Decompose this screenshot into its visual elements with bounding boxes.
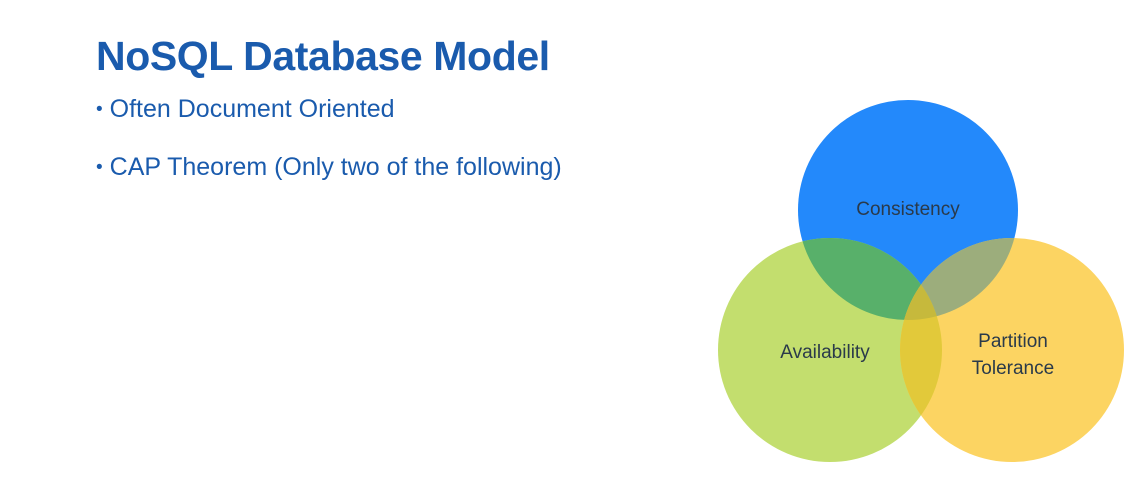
venn-label-consistency: Consistency — [856, 199, 960, 220]
bullet-item-label: CAP Theorem (Only two of the following) — [109, 152, 562, 181]
venn-label-availability: Availability — [780, 342, 870, 363]
text-content-column: NoSQL Database Model • Often Document Or… — [96, 33, 716, 210]
bullet-list: • Often Document Oriented • CAP Theorem … — [96, 94, 716, 182]
overlap-consistency-availability — [798, 238, 942, 320]
list-item: • Often Document Oriented — [96, 94, 716, 124]
venn-label-partition-tolerance-line1: Partition — [978, 331, 1048, 352]
bullet-point-icon: • — [96, 98, 103, 120]
list-item: • CAP Theorem (Only two of the following… — [96, 152, 716, 182]
page-title: NoSQL Database Model — [96, 33, 550, 79]
bullet-item-label: Often Document Oriented — [109, 94, 395, 123]
venn-diagram-svg: Consistency Availability Partition Toler… — [718, 100, 1124, 462]
bullet-point-icon: • — [96, 156, 103, 178]
cap-theorem-venn-diagram: Consistency Availability Partition Toler… — [700, 80, 1141, 480]
venn-label-partition-tolerance-line2: Tolerance — [972, 358, 1054, 379]
overlap-consistency-partition — [900, 238, 1018, 320]
